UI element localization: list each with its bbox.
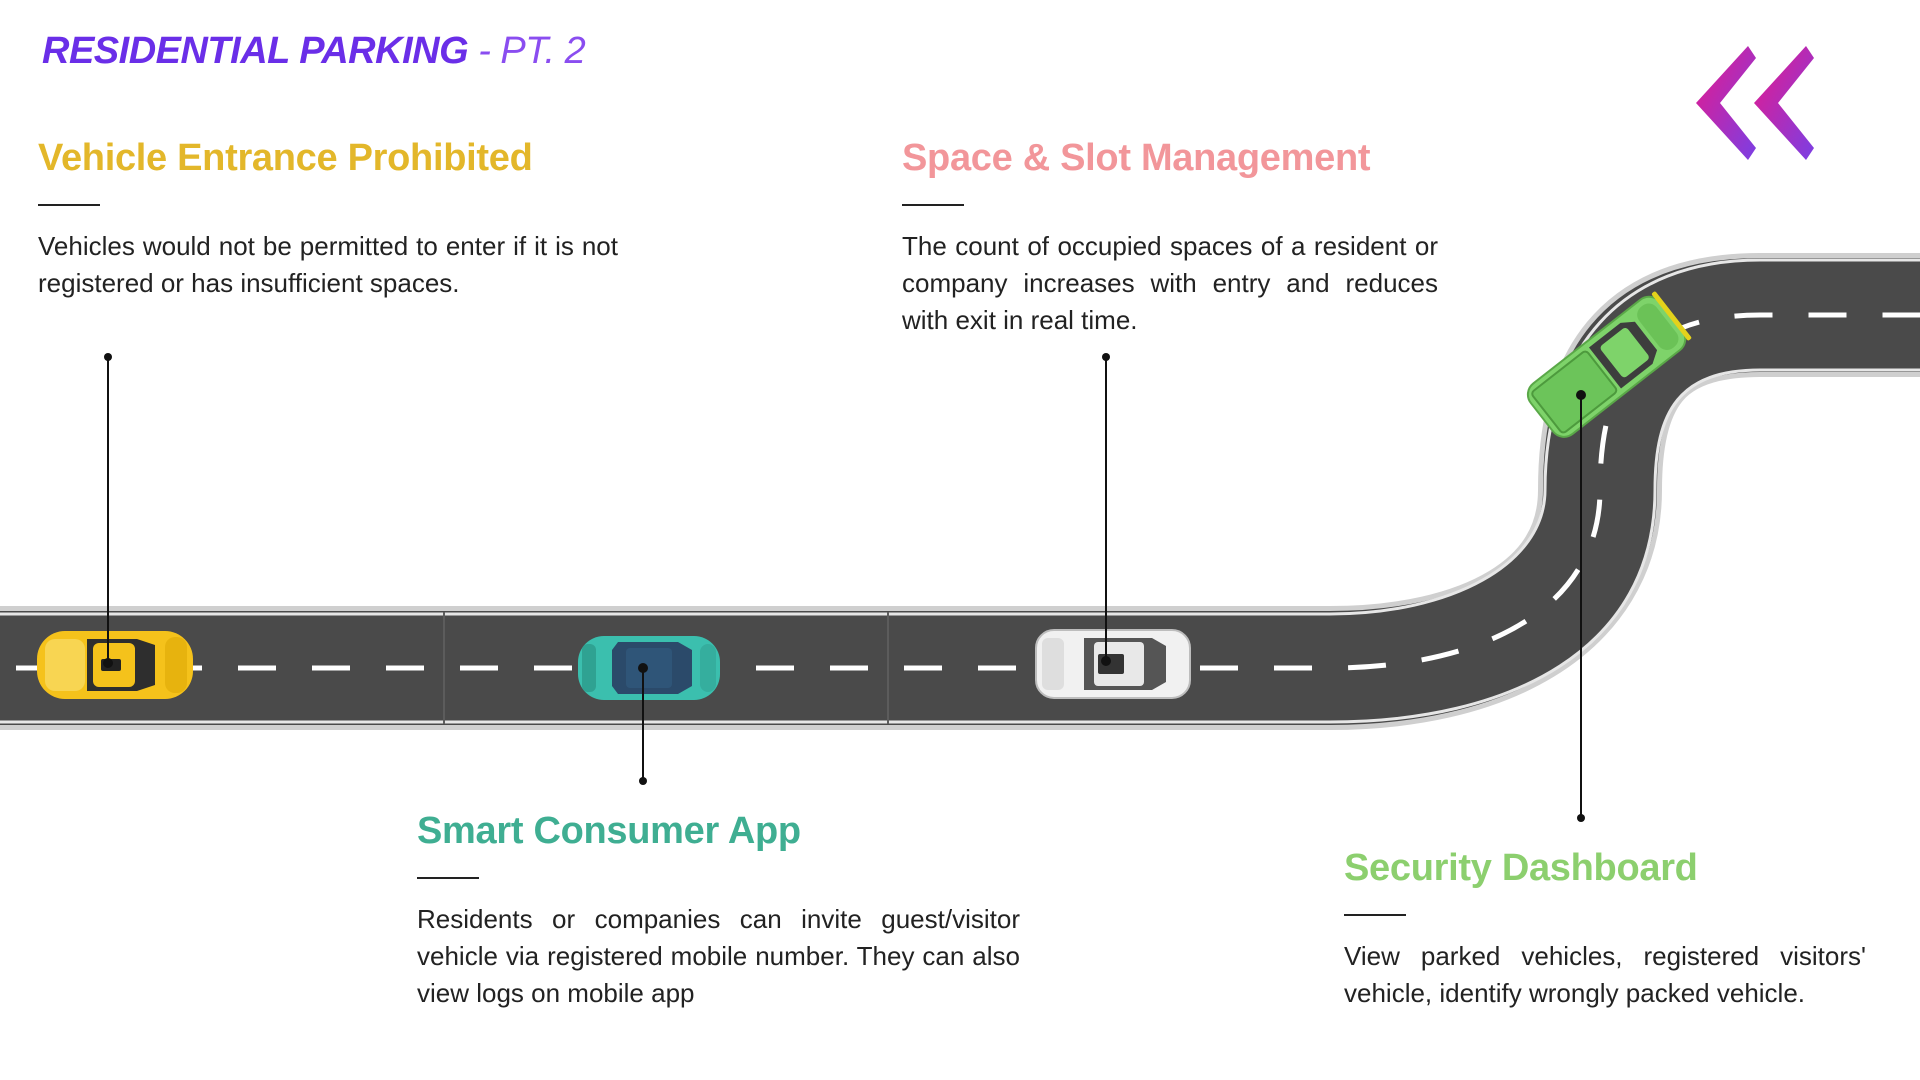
feature-description: Residents or companies can invite guest/… <box>417 904 1020 1008</box>
feature-heading: Smart Consumer App <box>417 810 801 852</box>
connector-security-dashboard <box>1576 390 1586 822</box>
road-edge-line-bottom <box>0 368 1920 724</box>
double-chevron-left-logo-icon <box>1696 46 1814 160</box>
feature-vehicle-entrance: Vehicle Entrance Prohibited Vehicles wou… <box>38 137 618 302</box>
feature-description: Vehicles would not be permitted to enter… <box>38 231 618 298</box>
yellow-taxi-icon <box>37 631 193 699</box>
connector-vehicle-entrance <box>103 353 113 668</box>
page-title-main: RESIDENTIAL PARKING <box>42 30 469 72</box>
connector-smart-app <box>638 663 648 785</box>
feature-divider <box>417 877 479 879</box>
page-title: RESIDENTIAL PARKING - PT. 2 <box>42 30 586 73</box>
feature-description: View parked vehicles, registered visitor… <box>1344 941 1866 1008</box>
feature-divider <box>1344 914 1406 916</box>
page-title-sub: - PT. 2 <box>468 30 586 72</box>
feature-slot-management: Space & Slot Management The count of occ… <box>902 137 1438 339</box>
feature-smart-app: Smart Consumer App Residents or companie… <box>417 810 1020 1012</box>
teal-car-icon <box>578 636 720 700</box>
road-edge-line-top <box>0 258 1920 616</box>
feature-divider <box>902 204 964 206</box>
green-pickup-icon <box>1526 291 1692 438</box>
feature-heading: Space & Slot Management <box>902 137 1371 179</box>
white-suv-icon <box>1035 629 1191 699</box>
feature-heading: Security Dashboard <box>1344 847 1698 889</box>
feature-divider <box>38 204 100 206</box>
connector-slot-management <box>1101 353 1111 666</box>
feature-description: The count of occupied spaces of a reside… <box>902 231 1438 335</box>
feature-security-dashboard: Security Dashboard View parked vehicles,… <box>1344 847 1866 1012</box>
feature-heading: Vehicle Entrance Prohibited <box>38 137 533 179</box>
